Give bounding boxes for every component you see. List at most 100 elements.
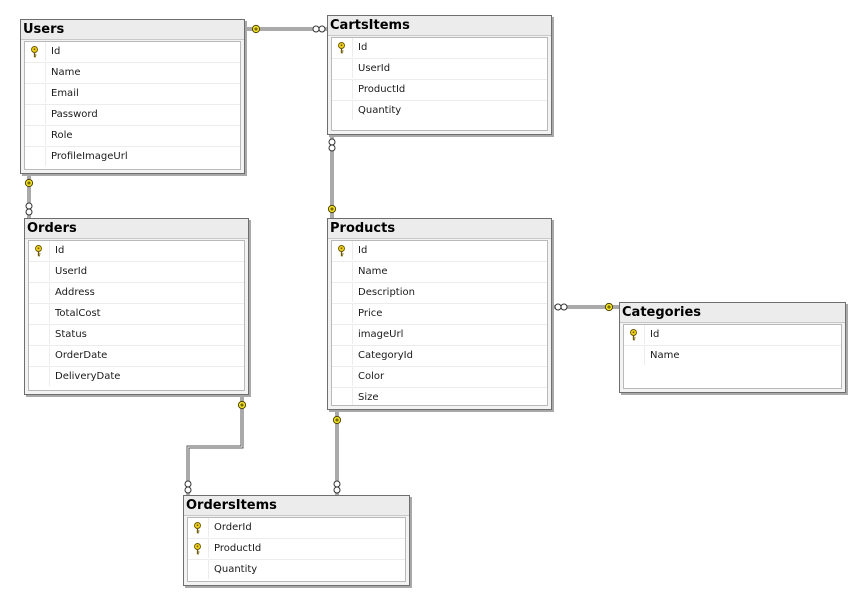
relationship-products-ordersitems[interactable] [332, 410, 342, 495]
column-row[interactable]: UserId [332, 59, 547, 80]
column-row[interactable]: ProductId [332, 80, 547, 101]
column-row[interactable]: UserId [29, 262, 244, 283]
relationship-one-end-icon [237, 400, 247, 410]
column-name: Name [51, 67, 81, 78]
column-row[interactable]: Id [624, 325, 841, 346]
primary-key-icon [194, 522, 201, 534]
table-title: Users [21, 20, 244, 40]
table-title: CartsItems [328, 16, 551, 36]
primary-key-icon [338, 42, 345, 54]
column-row[interactable]: Role [25, 126, 240, 147]
column-name: Quantity [214, 564, 258, 575]
row-selector [332, 241, 353, 260]
row-selector [25, 63, 46, 82]
column-row[interactable]: Address [29, 283, 244, 304]
relationship-orders-ordersitems[interactable] [184, 395, 247, 495]
relationship-users-cartsitems[interactable] [245, 24, 327, 34]
row-selector [25, 42, 46, 61]
column-row[interactable]: Status [29, 325, 244, 346]
row-selector [332, 80, 353, 99]
column-row[interactable]: Size [332, 388, 547, 405]
row-selector [624, 346, 645, 365]
column-row[interactable]: imageUrl [332, 325, 547, 346]
column-row[interactable]: Description [332, 283, 547, 304]
column-name: ProductId [214, 543, 262, 554]
column-row[interactable]: OrderId [188, 518, 405, 539]
column-name: Color [358, 371, 385, 382]
column-row[interactable]: Id [29, 241, 244, 262]
row-selector [25, 126, 46, 145]
column-row[interactable]: ProfileImageUrl [25, 147, 240, 167]
relationship-many-end-icon [25, 202, 33, 216]
primary-key-icon [630, 329, 637, 341]
relationship-many-end-icon [328, 138, 336, 152]
column-row[interactable]: TotalCost [29, 304, 244, 325]
table-title: Categories [620, 303, 845, 323]
column-row[interactable]: Password [25, 105, 240, 126]
column-name: CategoryId [358, 350, 413, 361]
column-name: OrderDate [55, 350, 108, 361]
column-row[interactable]: Id [332, 241, 547, 262]
row-selector [332, 325, 353, 344]
relationship-products-cartsitems[interactable] [327, 135, 337, 218]
column-name: Id [51, 46, 61, 57]
column-row[interactable]: DeliveryDate [29, 367, 244, 387]
column-row[interactable]: Name [25, 63, 240, 84]
column-name: DeliveryDate [55, 371, 121, 382]
column-row[interactable]: Quantity [332, 101, 547, 121]
row-selector [188, 518, 209, 537]
relationship-one-end-icon [24, 178, 34, 188]
column-name: TotalCost [55, 308, 101, 319]
column-name: Status [55, 329, 87, 340]
row-selector [29, 325, 50, 344]
row-selector [332, 346, 353, 365]
primary-key-icon [31, 46, 38, 58]
column-row[interactable]: CategoryId [332, 346, 547, 367]
column-row[interactable]: Email [25, 84, 240, 105]
relationship-many-end-icon [333, 480, 341, 494]
relationship-many-end-icon [312, 25, 326, 33]
row-selector [25, 105, 46, 124]
column-name: Password [51, 109, 98, 120]
column-name: Email [51, 88, 79, 99]
column-row[interactable]: Id [25, 42, 240, 63]
row-selector [332, 262, 353, 281]
column-row[interactable]: Color [332, 367, 547, 388]
column-row[interactable]: Name [332, 262, 547, 283]
column-row[interactable]: Price [332, 304, 547, 325]
column-name: Id [358, 245, 368, 256]
relationship-users-orders[interactable] [24, 174, 34, 218]
row-selector [332, 388, 353, 405]
column-row[interactable]: Id [332, 38, 547, 59]
row-selector [624, 325, 645, 344]
column-name: imageUrl [358, 329, 404, 340]
column-row[interactable]: ProductId [188, 539, 405, 560]
column-name: OrderId [214, 522, 252, 533]
column-name: Name [650, 350, 680, 361]
column-name: Role [51, 130, 73, 141]
column-row[interactable]: Name [624, 346, 841, 366]
relationship-one-end-icon [332, 415, 342, 425]
column-name: Address [55, 287, 95, 298]
column-row[interactable]: OrderDate [29, 346, 244, 367]
column-row[interactable]: Quantity [188, 560, 405, 580]
column-name: ProductId [358, 84, 406, 95]
row-selector [332, 367, 353, 386]
column-name: Id [55, 245, 65, 256]
column-name: Id [650, 329, 660, 340]
row-selector [332, 38, 353, 57]
primary-key-icon [35, 245, 42, 257]
relationship-categories-products[interactable] [552, 302, 619, 312]
column-name: Name [358, 266, 388, 277]
